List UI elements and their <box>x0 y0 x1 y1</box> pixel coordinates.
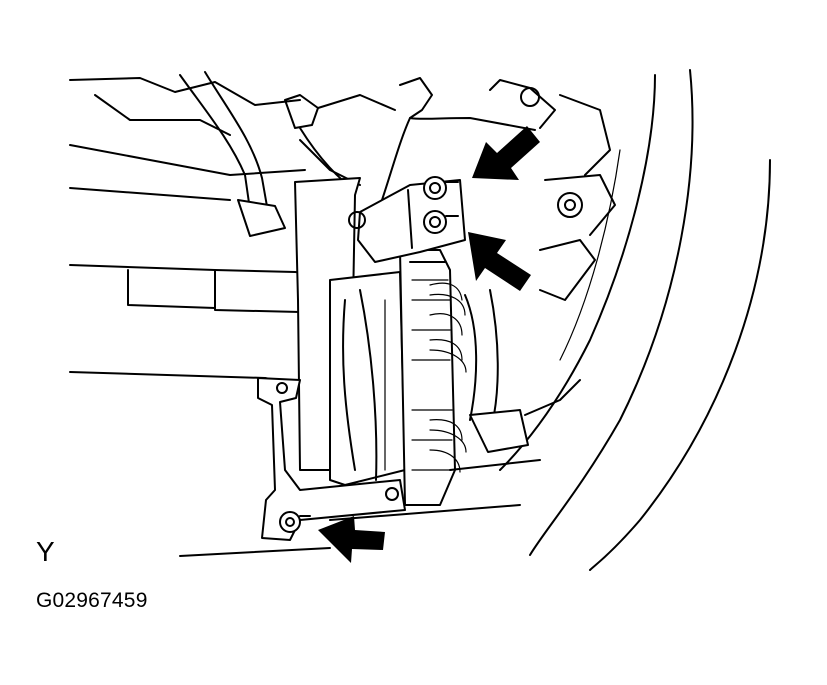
callout-arrows <box>318 126 540 563</box>
body-panel <box>499 69 771 571</box>
upper-structure <box>69 71 611 237</box>
lower-bolt <box>279 511 301 533</box>
upper-bolt-2 <box>423 210 447 234</box>
figure-id: G02967459 <box>36 589 148 612</box>
arrow-middle-bolt <box>468 232 531 291</box>
upper-bolt-1 <box>423 176 447 200</box>
view-letter: Y <box>36 536 55 567</box>
upper-bracket <box>348 176 466 263</box>
arrow-lower-bolt <box>318 516 385 563</box>
wire-harness <box>464 174 616 453</box>
lower-structure <box>179 459 541 557</box>
frame-rails <box>69 187 331 386</box>
lower-bracket <box>257 377 406 541</box>
ecu-housing <box>294 177 406 486</box>
arrow-upper-bolt <box>472 126 540 180</box>
connector-block <box>399 249 467 506</box>
